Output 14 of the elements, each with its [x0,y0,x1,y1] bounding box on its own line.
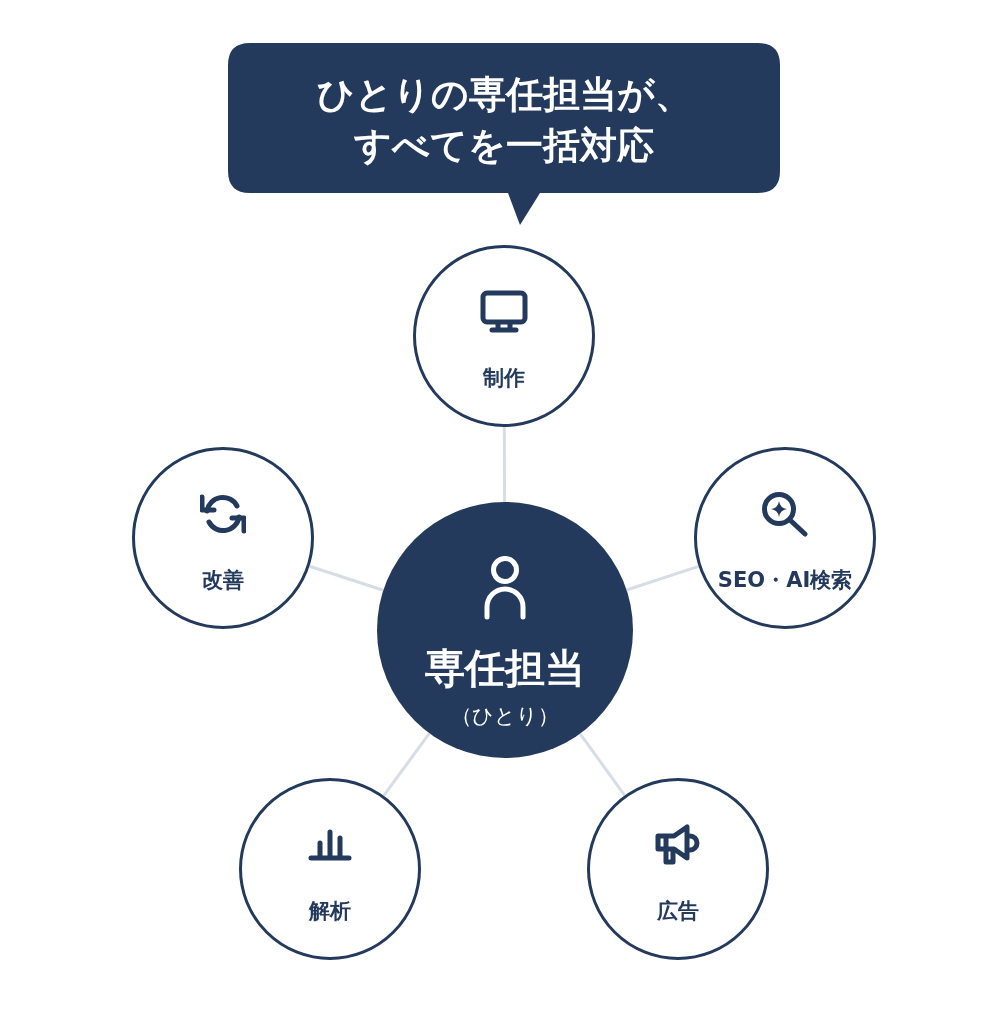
connector-line [502,427,507,502]
connector-line [309,564,384,592]
service-label: 制作 [483,366,525,392]
connector-line [382,732,431,797]
connector-line [578,732,626,797]
headline-text: ひとりの専任担当が、すべてを一括対応 [315,72,693,169]
connector-line [626,565,699,592]
speech-bubble [228,43,780,225]
service-label: SEO・AI検索 [717,568,853,594]
service-label: 解析 [309,899,351,925]
role-title: 専任担当 [425,644,585,692]
service-label: 広告 [657,899,699,925]
role-subtitle: （ひとり） [451,704,559,730]
service-label: 改善 [202,568,244,594]
